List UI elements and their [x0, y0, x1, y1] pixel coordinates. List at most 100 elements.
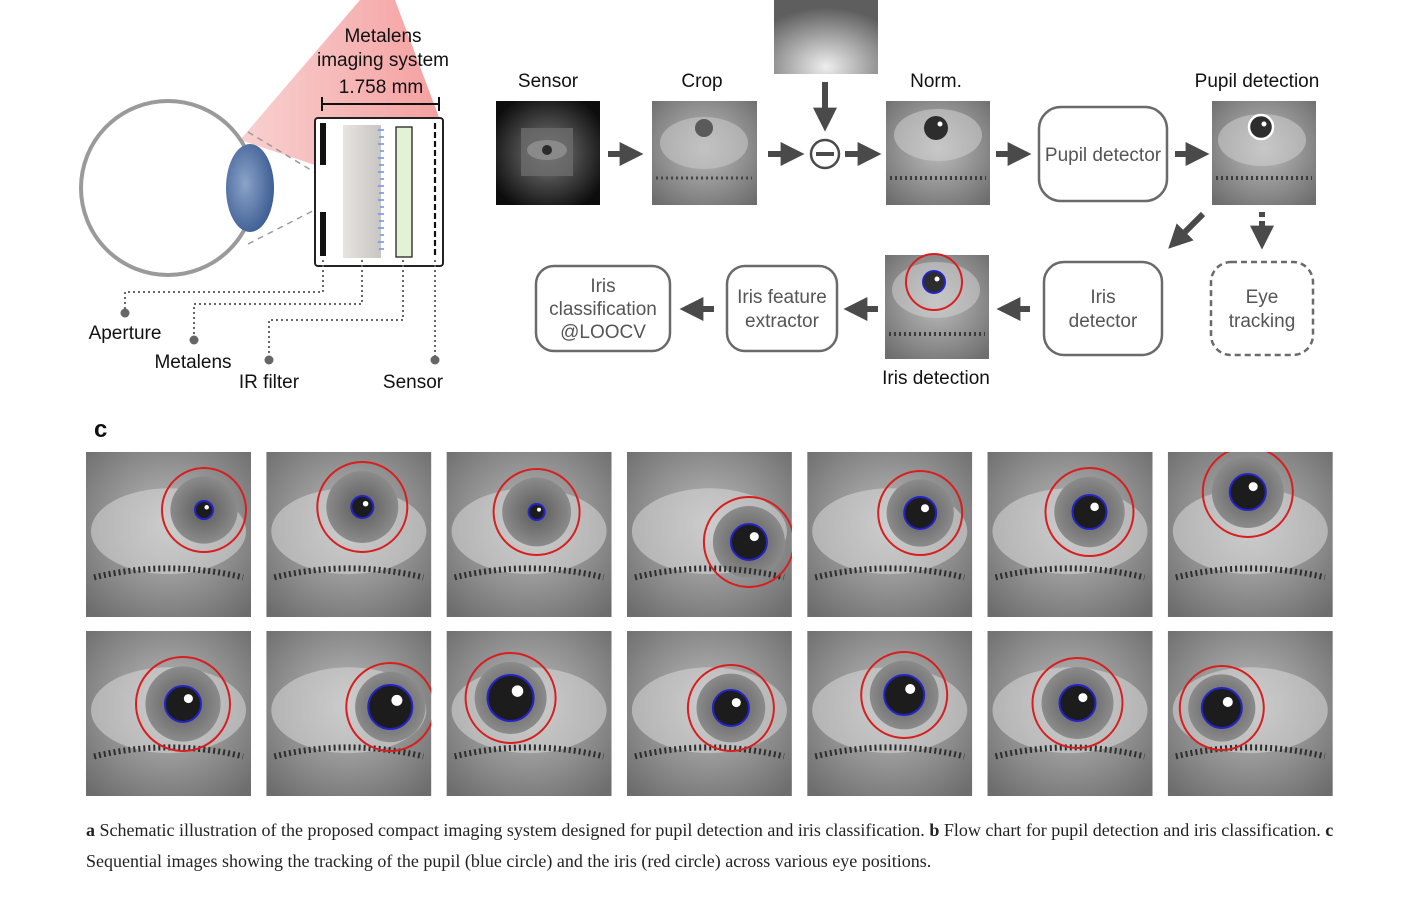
pupil-circle [1071, 494, 1108, 530]
iris-classification-label-1: Iris [590, 276, 615, 297]
iris-circle [860, 651, 949, 739]
iris-circle [316, 461, 409, 553]
iris-circle [1178, 665, 1265, 751]
caption-b-text: Flow chart for pupil detection and iris … [939, 820, 1326, 840]
iris-detector-box [1042, 260, 1164, 357]
caption-a-label: a [86, 820, 95, 840]
eye-lens [226, 144, 274, 232]
pupil-circle [486, 674, 535, 722]
eye-tile [987, 452, 1153, 617]
iris-circle [877, 470, 964, 556]
iris-circle [702, 496, 792, 588]
iris-classification-label-2: classification [549, 299, 657, 320]
pupil-circle [194, 500, 214, 520]
specular-highlight [362, 500, 369, 507]
panel-c-eye-grid [86, 452, 1333, 796]
metalens-substrate [343, 125, 381, 258]
label-aperture: Aperture [89, 323, 162, 344]
pupil-circle [903, 496, 938, 530]
pupil-circle [164, 685, 202, 723]
specular-highlight [905, 684, 916, 694]
eye-tile [626, 631, 792, 796]
specular-highlight [183, 694, 193, 704]
panel-a: Metalens imaging system 1.758 mm [79, 0, 449, 393]
iris-circle [686, 664, 775, 752]
specular-highlight [749, 532, 759, 542]
eyelashes [994, 565, 1146, 581]
iris-detector-label-2: detector [1069, 311, 1138, 332]
stage-norm-label: Norm. [910, 71, 962, 92]
caption-c-text: Sequential images showing the tracking o… [86, 851, 932, 871]
stage-crop-label: Crop [681, 71, 722, 92]
stage-sensor-label: Sensor [518, 71, 579, 92]
specular-highlight [731, 698, 741, 708]
pupil-detector-label: Pupil detector [1045, 145, 1162, 166]
eye-tile [266, 631, 432, 796]
iris-feature-extractor-label-1: Iris feature [737, 287, 827, 308]
iris-circle [1201, 452, 1294, 538]
eyelashes [814, 565, 965, 581]
iris-circle [135, 656, 231, 752]
ir-filter [395, 126, 413, 258]
leader-lines [124, 260, 436, 358]
iris-circle [1031, 657, 1124, 749]
sensor-pin [430, 355, 440, 365]
pupil-circle [527, 503, 546, 521]
iris-detection-image [885, 253, 989, 359]
iris-feature-extractor-label-2: extractor [745, 311, 820, 332]
iris-circle [345, 662, 432, 752]
eyelashes [634, 744, 785, 760]
eyelashes [453, 744, 605, 760]
eyelashes [634, 565, 785, 581]
panel-b: Sensor Crop Norm. Pupil detection [496, 0, 1319, 389]
system-title-line2: imaging system [317, 50, 449, 71]
aperture-bottom [320, 212, 326, 256]
eye-tracking-label-1: Eye [1246, 287, 1279, 308]
iris-circle [161, 467, 247, 553]
pupil-circle [883, 674, 926, 716]
dimension-label: 1.758 mm [339, 77, 423, 98]
specular-highlight [1090, 502, 1099, 512]
pupil-circle [1200, 687, 1243, 729]
eye-tile [446, 631, 612, 796]
pupil-circle [711, 689, 750, 727]
stage-pupil-detection-label: Pupil detection [1195, 71, 1320, 92]
figure-caption: a Schematic illustration of the proposed… [86, 815, 1336, 877]
eyelashes [1175, 565, 1326, 581]
eye-tile [446, 452, 612, 617]
ir-filter-pin [264, 355, 274, 365]
caption-a-text: Schematic illustration of the proposed c… [95, 820, 930, 840]
aperture-pin [120, 308, 130, 318]
label-metalens: Metalens [154, 352, 231, 373]
eye-tile [807, 452, 973, 617]
iris-circle [1044, 467, 1135, 557]
specular-highlight [511, 685, 524, 697]
pupil-detector-box [1037, 105, 1169, 203]
eye-tile [807, 631, 973, 796]
caption-b-label: b [929, 820, 940, 840]
pupil-circle [1228, 473, 1267, 511]
eye-tile [987, 631, 1153, 796]
iris-feature-extractor-box [725, 264, 839, 353]
iris-circle [492, 468, 581, 556]
iris-classification-box [534, 264, 672, 353]
label-ir-filter: IR filter [239, 372, 300, 393]
pupil-circle [350, 495, 375, 519]
eyelashes [93, 565, 244, 581]
specular-highlight [204, 505, 209, 510]
metalens-pin [189, 335, 199, 345]
eye-tile [626, 452, 792, 617]
iris-circle [464, 652, 557, 744]
eyelashes [453, 565, 605, 581]
eye-tile [1167, 631, 1333, 796]
metasurface-pattern [378, 129, 384, 250]
sensor-raw-image [496, 101, 600, 205]
eye-tracking-label-2: tracking [1229, 311, 1296, 332]
specular-highlight [391, 694, 403, 706]
crop-image [652, 101, 757, 205]
specular-highlight [537, 507, 541, 512]
iris-classification-label-3: @LOOCV [560, 322, 646, 343]
reference-image [774, 0, 878, 74]
eye-tile [86, 452, 251, 617]
stage-iris-detection-label: Iris detection [882, 368, 990, 389]
